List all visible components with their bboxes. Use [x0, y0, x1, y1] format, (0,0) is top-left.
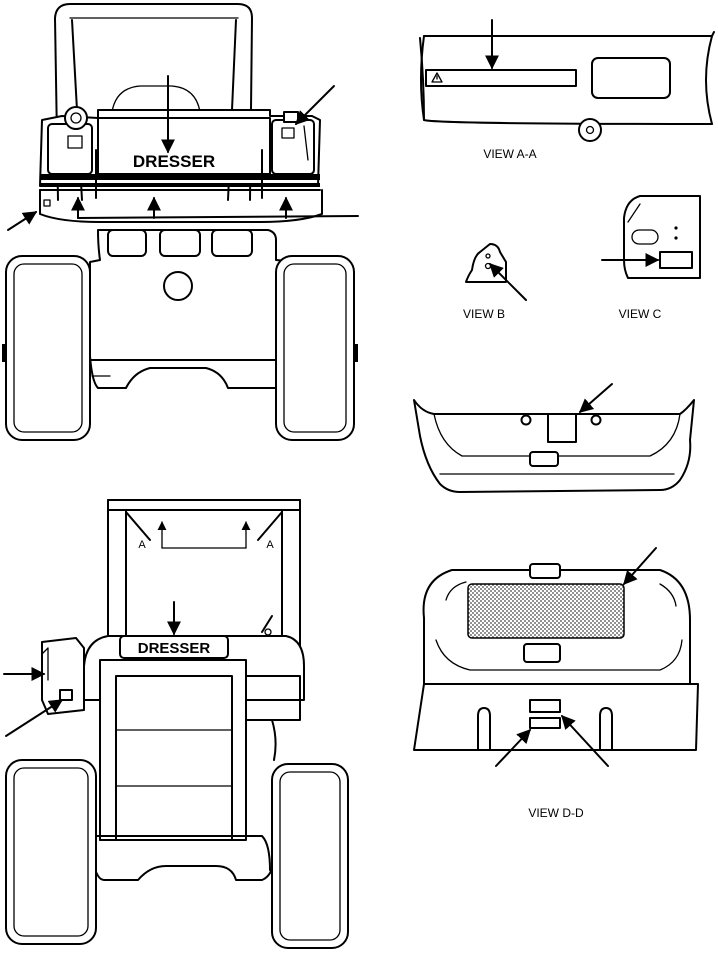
view-c-caption: VIEW C	[619, 307, 662, 321]
front-left-light-housing	[47, 123, 93, 175]
view-b: VIEW B	[463, 243, 527, 321]
view-a-a: VIEW A-A	[419, 19, 715, 161]
front-left-wheel	[5, 255, 91, 441]
section-mark-left: A	[138, 539, 146, 551]
rear-radiator-frame	[99, 659, 247, 841]
rear-left-decal	[59, 689, 73, 701]
front-left-callout	[7, 211, 38, 231]
rear-nameplate	[119, 635, 229, 659]
rear-right-wheel	[271, 763, 349, 949]
front-brand-text: DRESSER	[133, 152, 215, 171]
front-left-light	[64, 106, 88, 130]
front-grille-right	[211, 229, 253, 257]
view-b-bracket	[465, 243, 507, 283]
console-tray	[413, 383, 695, 493]
front-rops-frame	[54, 3, 253, 201]
view-d-d: VIEW D-D	[413, 547, 699, 820]
tray-decal	[547, 413, 577, 443]
view-d-decal-lower	[529, 717, 561, 729]
view-b-caption: VIEW B	[463, 307, 505, 321]
view-a-warning-decal	[425, 69, 577, 87]
view-c: VIEW C	[601, 195, 701, 321]
front-right-wheel	[275, 255, 355, 441]
section-mark-right: A	[266, 539, 274, 551]
rear-brand-text: DRESSER	[138, 640, 211, 657]
front-grille-left	[107, 229, 147, 257]
front-stripe	[40, 174, 320, 180]
rear-lower-callout	[5, 699, 64, 737]
view-a-caption: VIEW A-A	[483, 147, 536, 161]
rear-left-housing	[41, 637, 85, 715]
front-grille-center	[159, 229, 201, 257]
front-axle-hub	[163, 271, 193, 301]
rear-view-machine: A A DRESSER	[3, 499, 349, 949]
view-a-plate	[591, 57, 671, 99]
rear-rops-top	[107, 499, 301, 511]
view-d-screen	[467, 583, 625, 639]
view-d-decal-upper	[529, 699, 561, 713]
view-d-caption: VIEW D-D	[528, 806, 584, 820]
tray-body	[413, 399, 695, 493]
rear-left-wheel	[5, 759, 97, 945]
front-nameplate-panel	[97, 117, 271, 175]
front-view-machine: DRESSER	[2, 3, 359, 441]
front-right-callout	[295, 85, 335, 125]
view-c-decal	[659, 251, 693, 269]
